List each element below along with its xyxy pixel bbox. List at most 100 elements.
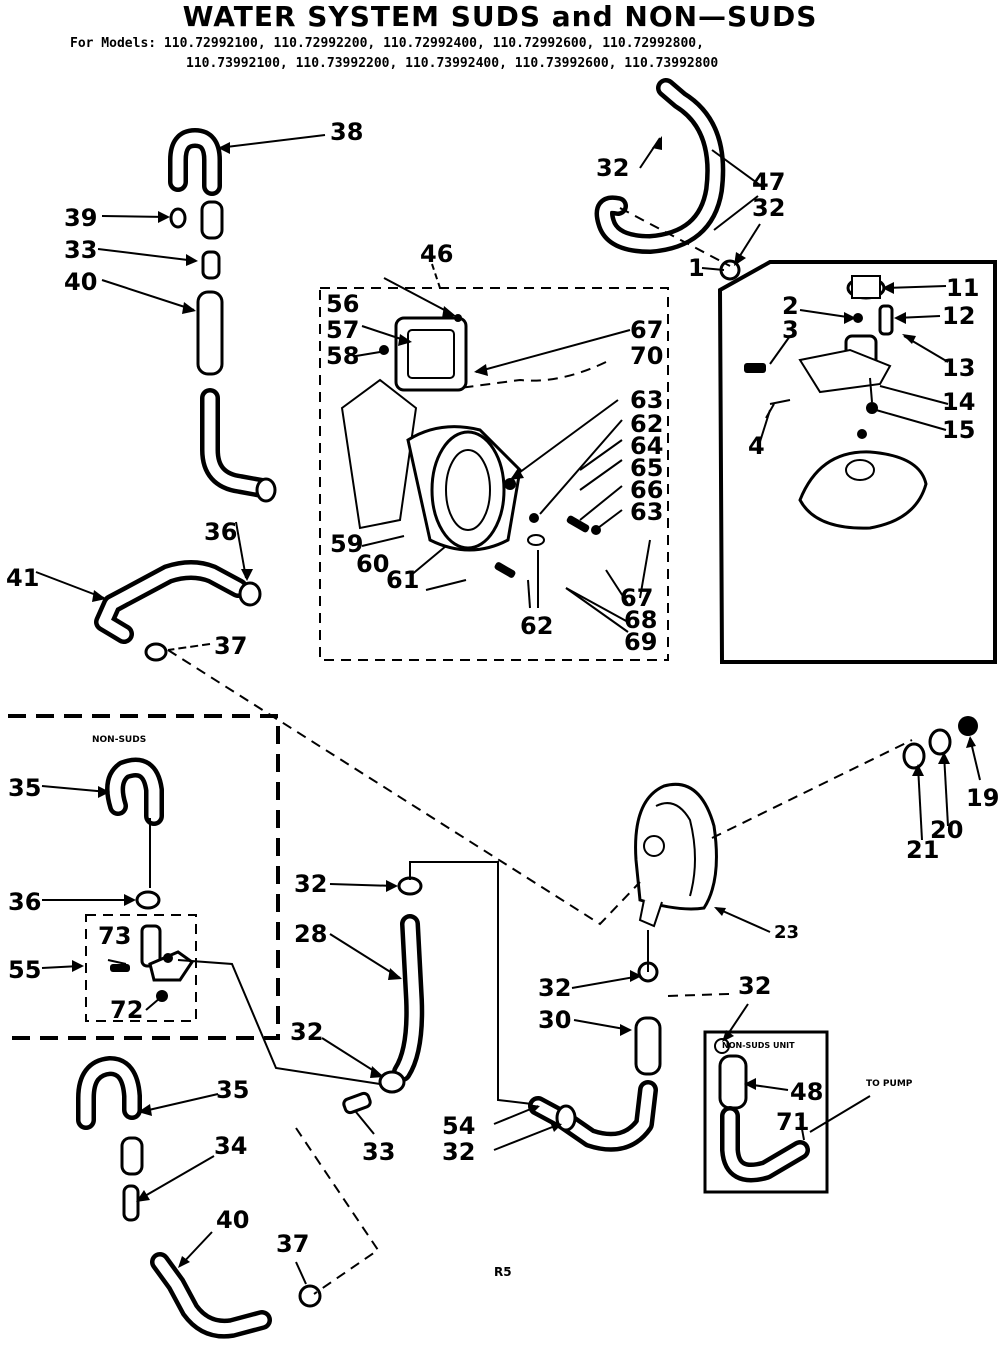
callout-47: 47 (752, 168, 785, 196)
clamp-32-a (397, 876, 423, 896)
hose-35-nonsuds (105, 757, 164, 826)
callout-35-b: 35 (216, 1076, 249, 1104)
callout-63-a: 63 (630, 386, 663, 414)
hose-40-bottom (150, 1252, 272, 1339)
clamp-32-e (714, 1038, 730, 1054)
group-box-46 (319, 287, 669, 661)
callout-40-b: 40 (216, 1206, 249, 1234)
callout-1: 1 (688, 254, 705, 282)
callout-32-e: 32 (738, 972, 771, 1000)
callout-14: 14 (942, 388, 975, 416)
washer-20 (928, 728, 952, 756)
callout-32-d: 32 (442, 1138, 475, 1166)
part-39 (169, 207, 187, 229)
connector-33 (342, 1091, 372, 1115)
callout-32-b: 32 (290, 1018, 323, 1046)
nut-21 (902, 742, 926, 770)
ring-34 (120, 1136, 144, 1176)
callout-57: 57 (326, 316, 359, 344)
non-suds-label: NON-SUDS (92, 735, 146, 745)
callout-54: 54 (442, 1112, 475, 1140)
clamp-37-a (144, 642, 168, 662)
callout-55: 55 (8, 956, 41, 984)
callout-39: 39 (64, 204, 97, 232)
callout-37-b: 37 (276, 1230, 309, 1258)
connection-lines (167, 207, 913, 1295)
hose-35 (76, 1056, 142, 1130)
callout-59: 59 (330, 530, 363, 558)
callout-3: 3 (782, 316, 799, 344)
callout-labels: 38 39 33 40 36 41 37 46 56 57 58 67 70 6… (6, 118, 999, 1258)
callout-37: 37 (214, 632, 247, 660)
non-suds-unit-label: NON-SUDS UNIT (722, 1041, 795, 1050)
hose-40 (196, 290, 224, 376)
clamp-36-a (255, 477, 277, 503)
callout-4: 4 (748, 432, 765, 460)
callout-32-c: 32 (538, 974, 571, 1002)
callout-33: 33 (64, 236, 97, 264)
callout-35-a: 35 (8, 774, 41, 802)
group-box-valve (717, 260, 997, 664)
group-box-55 (85, 914, 197, 1022)
callout-69: 69 (624, 628, 657, 656)
callout-48: 48 (790, 1078, 823, 1106)
hose-48 (718, 1054, 748, 1110)
hose-54 (528, 1080, 658, 1152)
clamp-39 (200, 200, 224, 240)
callout-12: 12 (942, 302, 975, 330)
callout-60: 60 (356, 550, 389, 578)
hose-41 (94, 560, 248, 644)
to-pump-label: TO PUMP (866, 1079, 913, 1089)
callout-32-top-b: 32 (752, 194, 785, 222)
leader-lines (35, 134, 981, 1285)
callout-67-a: 67 (630, 316, 663, 344)
model-list-line-1: For Models: 110.72992100, 110.72992200, … (70, 36, 704, 51)
valve-55 (110, 924, 195, 1002)
callout-11: 11 (946, 274, 979, 302)
clamp-32-d (555, 1104, 577, 1132)
callout-32-top: 32 (596, 154, 629, 182)
hose-30 (634, 1016, 662, 1076)
callout-20: 20 (930, 816, 963, 844)
clamp-32-b (378, 1070, 406, 1094)
callout-46: 46 (420, 240, 453, 268)
callout-13: 13 (942, 354, 975, 382)
nut-19 (958, 716, 978, 736)
callout-2: 2 (782, 292, 799, 320)
callout-32-a: 32 (294, 870, 327, 898)
callout-61: 61 (386, 566, 419, 594)
page-title: WATER SYSTEM SUDS and NON—SUDS (182, 0, 818, 33)
hose-40-lower (200, 388, 272, 498)
non-suds-box (8, 714, 280, 1040)
callout-58: 58 (326, 342, 359, 370)
clamp-36-nonsuds (135, 890, 161, 910)
callout-38: 38 (330, 118, 363, 146)
callout-36: 36 (204, 518, 237, 546)
callout-23: 23 (774, 922, 799, 943)
ring-33 (201, 250, 221, 280)
non-suds-unit-box (703, 1030, 829, 1194)
callout-63-b: 63 (630, 498, 663, 526)
callout-62-b: 62 (520, 612, 553, 640)
callout-73: 73 (98, 922, 131, 950)
clamp-37-b (298, 1284, 322, 1308)
callout-33-b: 33 (362, 1138, 395, 1166)
callout-36-b: 36 (8, 888, 41, 916)
valve-assembly (744, 275, 928, 530)
callout-71: 71 (776, 1108, 809, 1136)
hose-47 (594, 78, 726, 254)
callout-21: 21 (906, 836, 939, 864)
callout-28: 28 (294, 920, 327, 948)
tub-23 (634, 783, 718, 928)
callout-34: 34 (214, 1132, 247, 1160)
hose-28 (392, 914, 425, 1082)
callout-66: 66 (630, 476, 663, 504)
hose-38 (168, 128, 222, 196)
callout-65: 65 (630, 454, 663, 482)
callout-62-a: 62 (630, 410, 663, 438)
clamp-34 (122, 1184, 140, 1222)
callout-40: 40 (64, 268, 97, 296)
callout-30: 30 (538, 1006, 571, 1034)
page-code: R5 (494, 1265, 512, 1279)
